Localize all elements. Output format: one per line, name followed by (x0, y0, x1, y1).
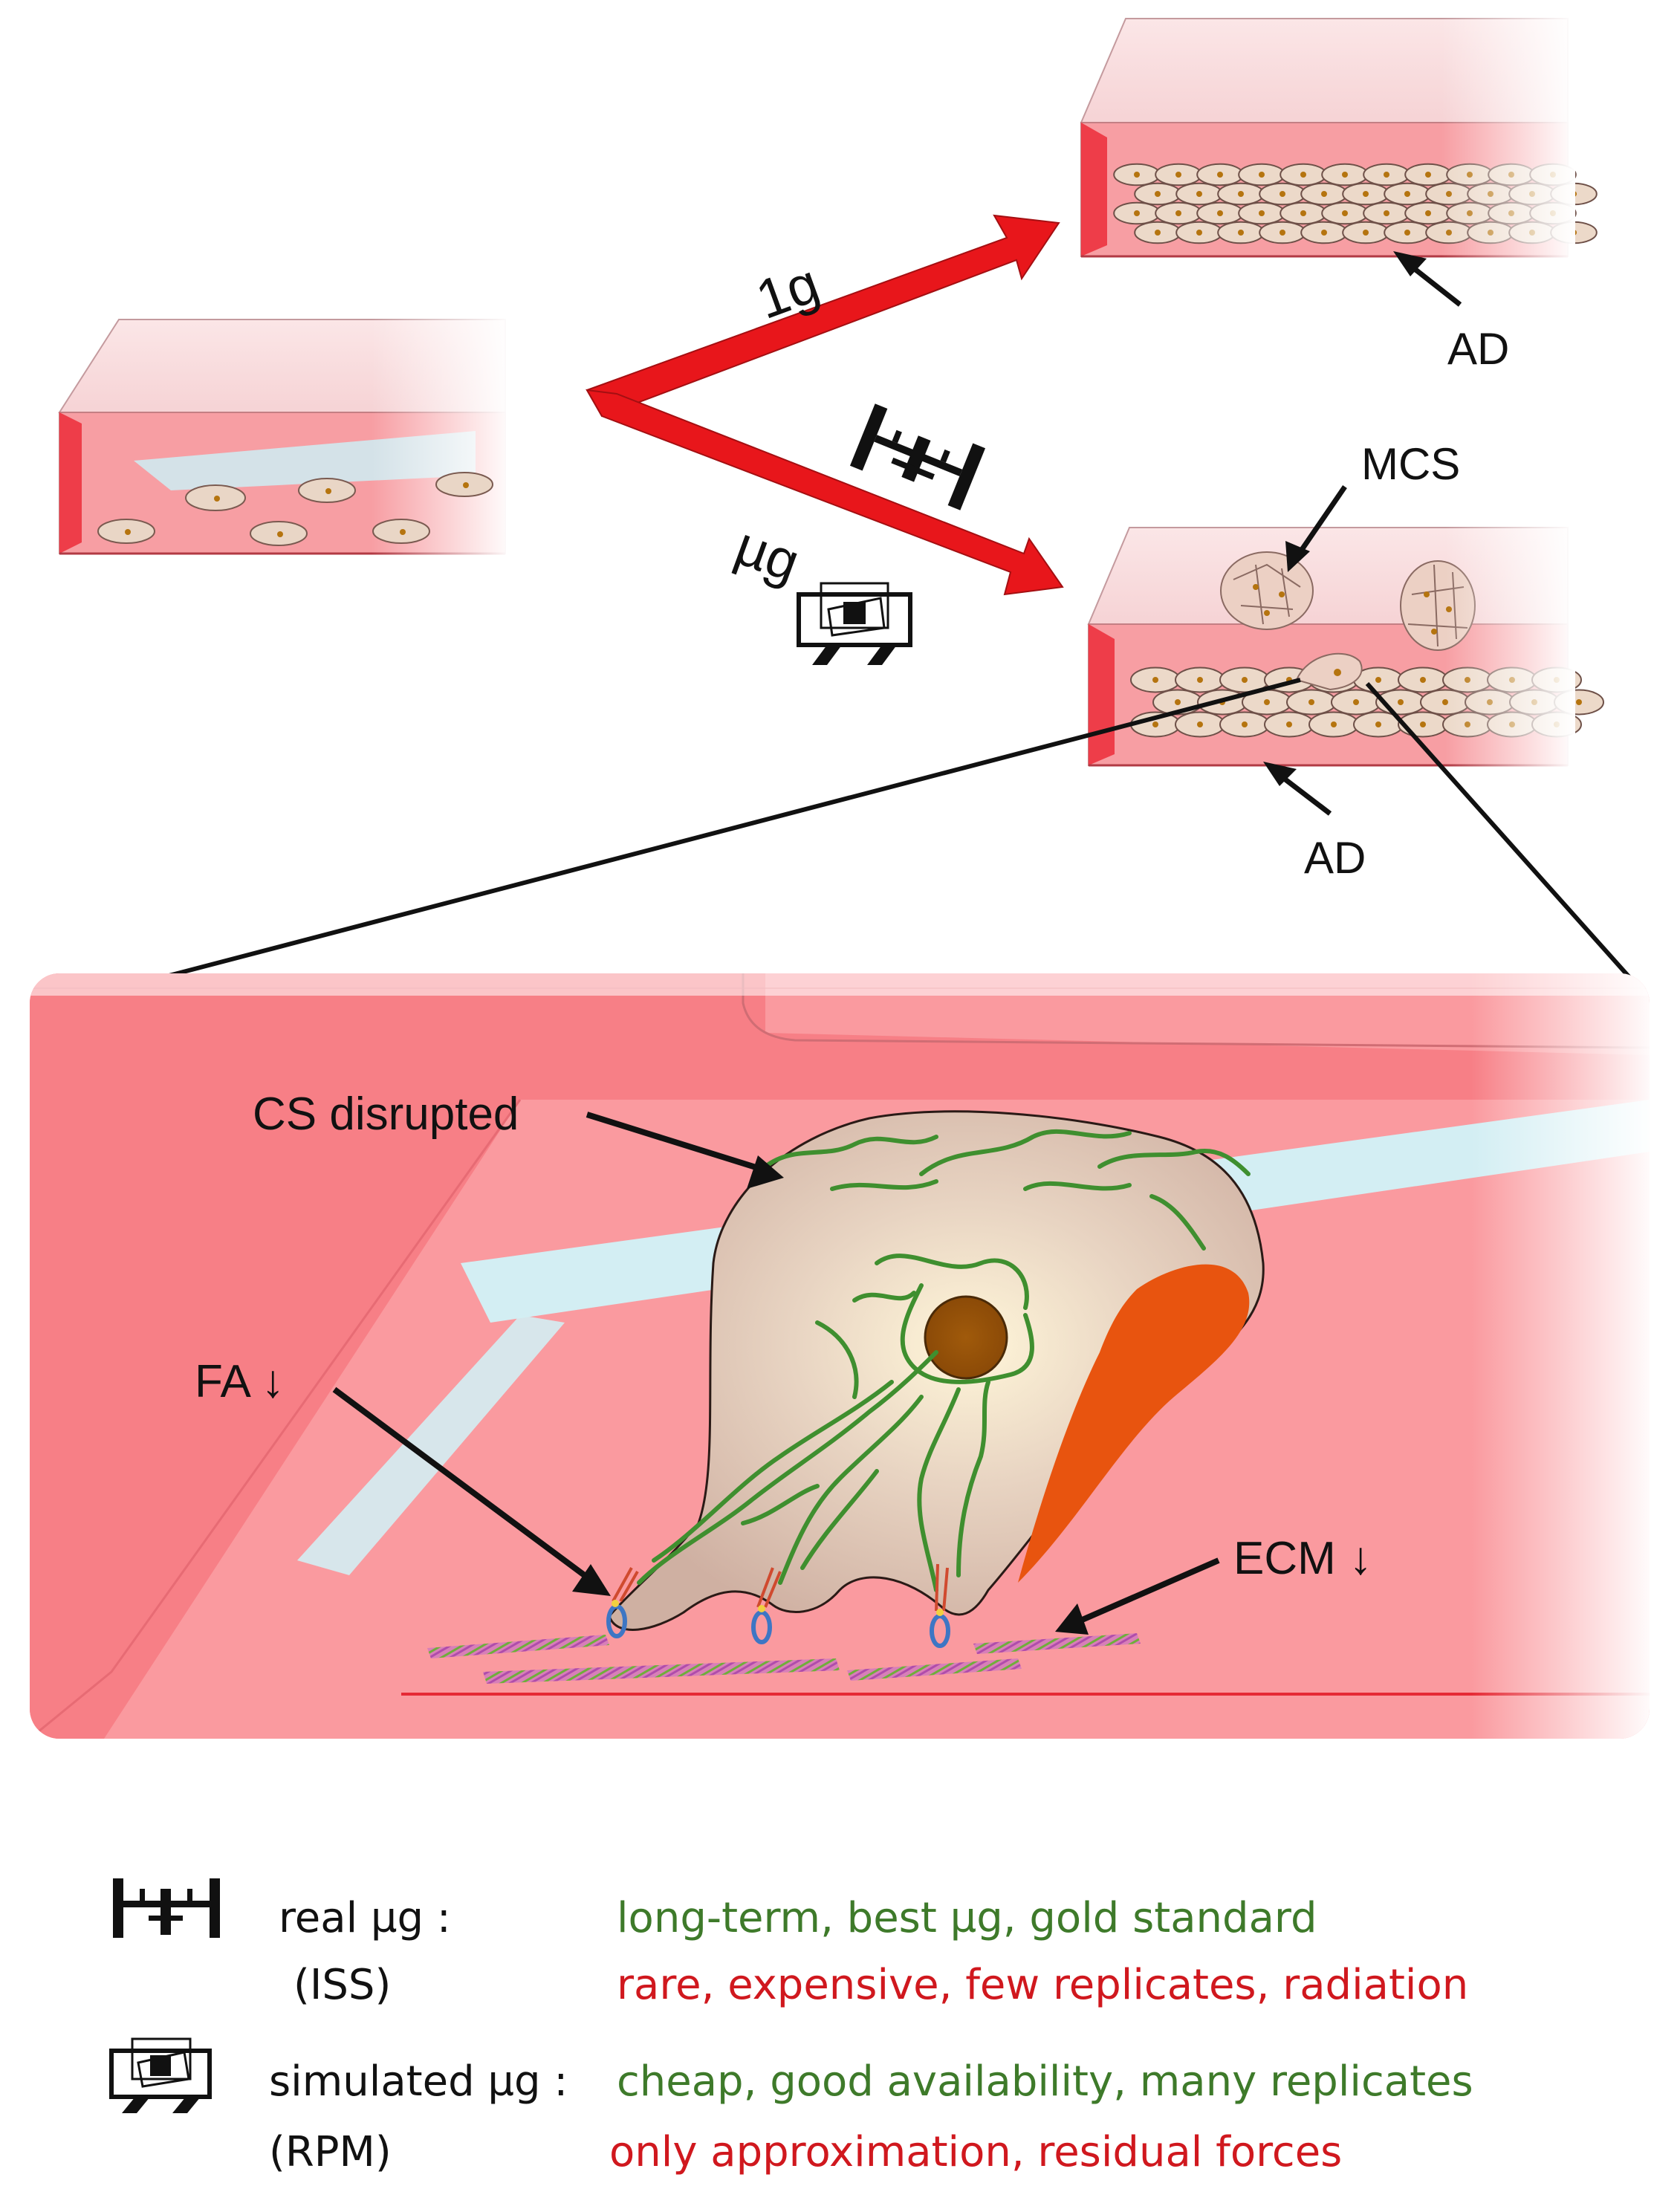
label-ad-top: AD (1447, 324, 1509, 374)
legend-simulated-mu-g: simulated µg : (269, 2057, 568, 2106)
monolayer-nucleus (1331, 721, 1337, 727)
label-mu-g: µg (728, 514, 808, 594)
monolayer-nucleus (1420, 677, 1426, 683)
monolayer-nucleus (1353, 699, 1359, 705)
focal-adhesion-2 (751, 1567, 782, 1644)
monolayer-nucleus (1217, 210, 1223, 216)
cells-initial (97, 472, 493, 546)
monolayer-nucleus (1300, 172, 1306, 178)
monolayer-nucleus (1280, 230, 1285, 236)
focal-adhesion-1 (606, 1567, 639, 1638)
multicellular-spheroid-1 (1220, 551, 1314, 630)
monolayer-nucleus (1404, 230, 1410, 236)
zoom-line-left (77, 678, 1301, 1002)
monolayer-nucleus (1308, 699, 1314, 705)
detaching-cell (1295, 652, 1363, 691)
legend-real-mu-g: real µg : (279, 1894, 451, 1942)
ecm-fibers (427, 1633, 1141, 1684)
monolayer-nucleus (1280, 191, 1285, 197)
monolayer-nucleus (1155, 230, 1161, 236)
flask-1g (1080, 11, 1598, 267)
legend-rpm-icon (109, 2037, 212, 2113)
label-mcs: MCS (1361, 439, 1460, 489)
monolayer-nucleus (1238, 191, 1244, 197)
monolayer-nucleus (1217, 172, 1223, 178)
legend-rpm-abbr: (RPM) (269, 2128, 392, 2176)
monolayer-nucleus (1425, 210, 1431, 216)
pointer-ad-bottom (1263, 762, 1332, 816)
flask-initial (58, 312, 513, 565)
focal-adhesions (606, 1563, 950, 1648)
legend-iss-cons: rare, expensive, few replicates, radiati… (617, 1961, 1468, 2009)
nucleus (924, 1295, 1008, 1380)
pointer-fa (332, 1386, 611, 1596)
arrow-1g (586, 214, 1060, 418)
legend: real µg : (ISS) long-term, best µg, gold… (109, 1878, 1473, 2176)
monolayer-nucleus (1286, 721, 1292, 727)
arrow-microgravity (586, 389, 1064, 596)
monolayer-nucleus (1197, 721, 1203, 727)
monolayer-nucleus (1197, 677, 1203, 683)
label-fa: FA↓ (195, 1356, 285, 1407)
monolayer-nucleus (1321, 191, 1327, 197)
monolayer-nucleus (1152, 721, 1158, 727)
monolayer-nucleus (1384, 210, 1389, 216)
monolayer-nucleus (1398, 699, 1404, 705)
monolayer-nucleus (1420, 721, 1426, 727)
pointer-cs (586, 1112, 784, 1189)
monolayer-nucleus (1238, 230, 1244, 236)
pointer-ad-top (1393, 251, 1462, 307)
monolayer-nucleus (1242, 721, 1248, 727)
monolayer-nucleus (1175, 699, 1181, 705)
monolayer-nucleus (1375, 721, 1381, 727)
legend-iss-abbr: (ISS) (293, 1961, 391, 2009)
monolayer-nucleus (1134, 172, 1140, 178)
monolayer-nucleus (1264, 699, 1270, 705)
label-ecm: ECM↓ (1233, 1533, 1372, 1584)
iss-icon (849, 403, 986, 510)
pointer-mcs (1285, 485, 1347, 572)
legend-iss-pros: long-term, best µg, gold standard (617, 1894, 1317, 1942)
rpm-icon (797, 582, 912, 665)
monolayer-nucleus (1342, 210, 1348, 216)
monolayer-nucleus (1363, 230, 1369, 236)
zoomed-cell (608, 1110, 1265, 1631)
monolayer-nucleus (1363, 191, 1369, 197)
monolayer-nucleus (1425, 172, 1431, 178)
zoom-line-right (1365, 682, 1648, 997)
monolayer-nucleus (1175, 172, 1181, 178)
monolayer-nucleus (1342, 172, 1348, 178)
label-cs-disrupted: CS disrupted (253, 1089, 519, 1140)
monolayer-nucleus (1576, 699, 1582, 705)
monolayer-nucleus (1375, 677, 1381, 683)
monolayer-nucleus (1196, 191, 1202, 197)
monolayer-nucleus (1259, 210, 1265, 216)
legend-rpm-cons: only approximation, residual forces (609, 2128, 1342, 2176)
monolayer-nucleus (1300, 210, 1306, 216)
monolayer-nucleus (1152, 677, 1158, 683)
legend-rpm-pros: cheap, good availability, many replicate… (617, 2057, 1473, 2106)
monolayer-nucleus (1321, 230, 1327, 236)
label-ad-bottom: AD (1304, 833, 1366, 883)
pointer-ecm (1055, 1557, 1220, 1635)
monolayer-nucleus (1134, 210, 1140, 216)
monolayer-nucleus (1259, 172, 1265, 178)
monolayer-nucleus (1196, 230, 1202, 236)
monolayer-nucleus (1175, 210, 1181, 216)
cytoskeleton-filaments (637, 1129, 1251, 1592)
legend-iss-icon (113, 1878, 220, 1938)
monolayer-nucleus (1384, 172, 1389, 178)
monolayer-nucleus (1242, 677, 1248, 683)
monolayer-nucleus (1155, 191, 1161, 197)
monolayer-nucleus (1404, 191, 1410, 197)
focal-adhesion-3 (930, 1563, 950, 1648)
flask-microgravity (1087, 520, 1604, 776)
